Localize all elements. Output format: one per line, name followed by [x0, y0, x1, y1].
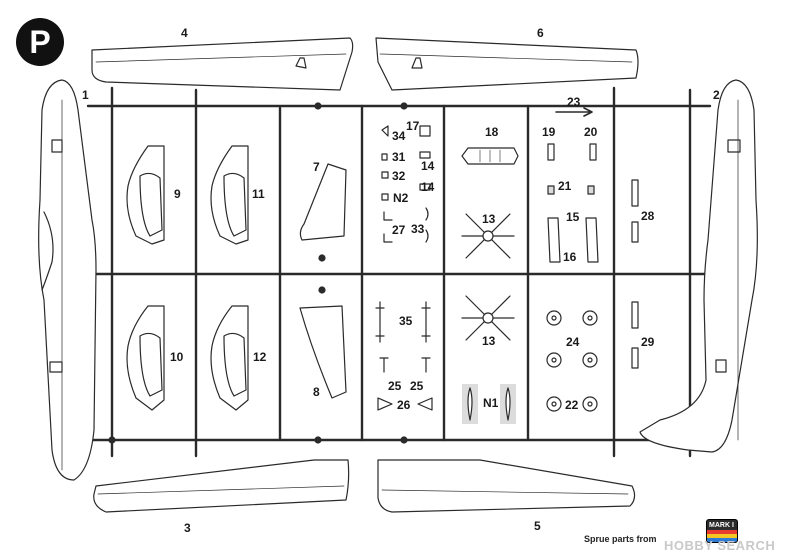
struts-15-16 [547, 143, 599, 263]
part-label-25a: 25 [388, 379, 402, 393]
sprue-credit: Sprue parts from [584, 534, 657, 544]
nacelle-12 [210, 305, 249, 411]
part-label-16: 16 [563, 250, 577, 264]
part-4-wing-upper-left [91, 37, 354, 91]
wheels-24 [546, 310, 598, 368]
part-label-12: 12 [253, 350, 267, 364]
propeller-13-lower [461, 295, 515, 341]
part-label-26: 26 [397, 398, 411, 412]
nacelle-10 [126, 305, 165, 411]
part-label-35: 35 [399, 314, 413, 328]
part-label-13b: 13 [482, 334, 496, 348]
part-6-wing-upper-right [375, 37, 639, 91]
part-label-6: 6 [537, 26, 544, 40]
part-label-5: 5 [534, 519, 541, 533]
part-1-fuselage-left [38, 79, 97, 481]
part-7-flap [299, 163, 347, 241]
part-label-13a: 13 [482, 212, 496, 226]
sprue-letter-badge: P [16, 18, 64, 66]
part-label-15: 15 [566, 210, 580, 224]
watermark: HOBBY SEARCH [664, 538, 776, 553]
part-2-fuselage-right [639, 79, 758, 453]
nacelle-11 [210, 145, 249, 245]
part-label-14a: 14 [421, 159, 435, 173]
part-label-21: 21 [558, 179, 572, 193]
part-label-19: 19 [542, 125, 556, 139]
part-label-14b: 14 [421, 180, 435, 194]
part-label-17: 17 [406, 119, 420, 133]
small-parts-column [375, 125, 433, 411]
part-label-20: 20 [584, 125, 598, 139]
part-label-n1: N1 [483, 396, 499, 410]
part-label-27: 27 [392, 223, 406, 237]
part-label-34: 34 [392, 129, 406, 143]
part-label-1: 1 [82, 88, 89, 102]
gate-posts [108, 102, 694, 444]
part-label-31: 31 [392, 150, 406, 164]
small-parts-28-29 [631, 179, 639, 369]
part-label-23: 23 [567, 95, 581, 109]
part-3-wing-lower-left [93, 459, 350, 513]
part-label-4: 4 [181, 26, 188, 40]
part-23-aerial [555, 107, 593, 117]
part-label-22: 22 [565, 398, 579, 412]
wheels-22 [546, 396, 598, 412]
propeller-13-upper [461, 213, 515, 259]
part-label-29: 29 [641, 335, 655, 349]
part-label-8: 8 [313, 385, 320, 399]
part-label-33: 33 [411, 222, 425, 236]
part-label-9: 9 [174, 187, 181, 201]
part-label-28: 28 [641, 209, 655, 223]
part-label-10: 10 [170, 350, 184, 364]
clear-parts-n1 [462, 384, 516, 424]
part-label-7: 7 [313, 160, 320, 174]
part-label-24: 24 [566, 335, 580, 349]
nacelle-9 [126, 145, 165, 245]
part-18 [461, 147, 519, 165]
part-label-2: 2 [713, 88, 720, 102]
brand-logo: MARK I [706, 519, 738, 543]
part-label-n2: N2 [393, 191, 409, 205]
part-label-11: 11 [252, 187, 265, 201]
part-8-flap [299, 305, 347, 399]
part-label-3: 3 [184, 521, 191, 535]
part-5-wing-lower-right [377, 459, 636, 513]
part-label-18: 18 [485, 125, 499, 139]
part-label-25b: 25 [410, 379, 424, 393]
runner-frame [86, 86, 712, 458]
part-label-32: 32 [392, 169, 406, 183]
